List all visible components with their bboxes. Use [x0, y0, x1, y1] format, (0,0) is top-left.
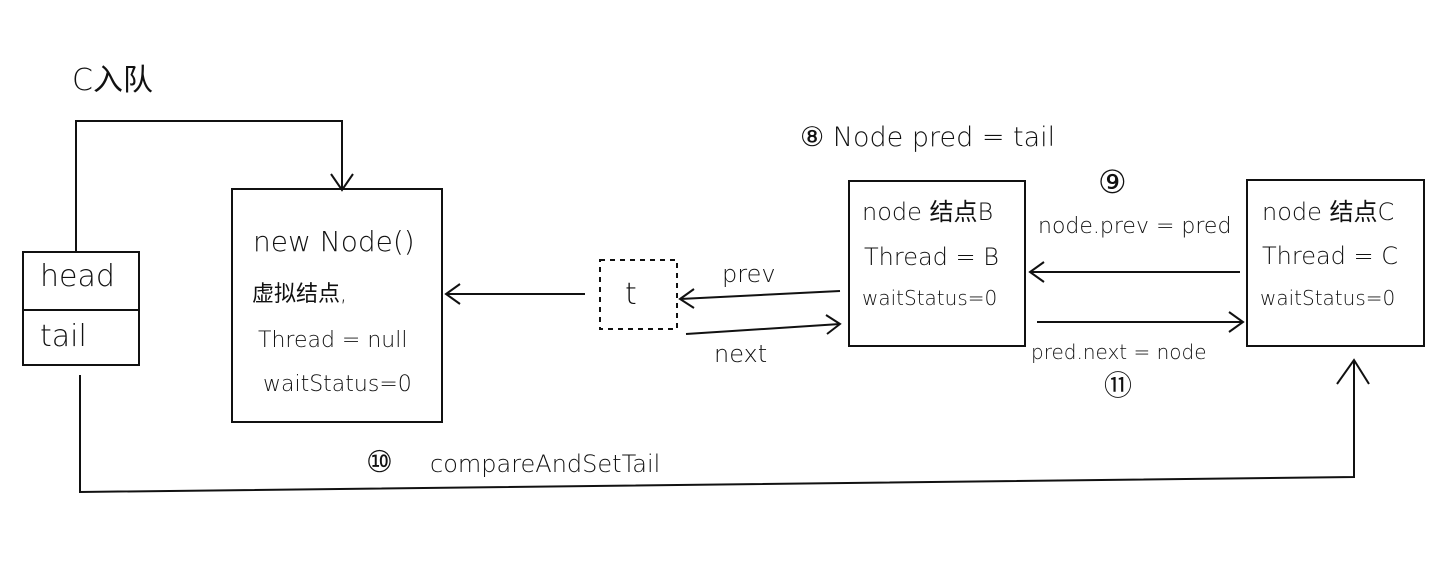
node-b-box — [848, 180, 1026, 347]
dummy-node-line2: 虚拟结点, — [252, 282, 347, 307]
node-prev-pred-label: node.prev = pred — [1038, 214, 1232, 239]
cas-tail-line — [79, 362, 1355, 494]
dummy-node-line1: new Node() — [253, 225, 415, 258]
node-b-line2: Thread = B — [864, 243, 999, 271]
tail-label: tail — [40, 319, 87, 354]
next-label: next — [714, 340, 768, 368]
prev-arrowhead — [678, 288, 695, 309]
node-b-line3: waitStatus=0 — [862, 286, 998, 310]
dummy-node-line3: Thread = null — [258, 328, 408, 353]
t-to-dummy-arrowhead — [444, 283, 461, 305]
node-c-box — [1246, 179, 1425, 347]
step9-label: ⑨ — [1098, 163, 1127, 201]
step8-label: ⑧ Node pred = tail — [800, 122, 1056, 153]
node-c-line2: Thread = C — [1262, 242, 1399, 270]
head-tail-box — [22, 251, 140, 366]
dummy-node-line4: waitStatus=0 — [263, 372, 412, 397]
prev-arrow — [679, 290, 841, 300]
node-prev-arrowhead — [1028, 261, 1045, 283]
t-label: t — [625, 277, 637, 312]
node-c-line3: waitStatus=0 — [1260, 286, 1396, 310]
next-arrowhead — [825, 314, 842, 335]
step11-label: ⑪ — [1104, 369, 1133, 402]
pred-next-arrowhead — [1228, 311, 1245, 333]
page-title: C入队 — [72, 63, 153, 98]
head-label: head — [40, 259, 115, 294]
dummy-node-box — [231, 188, 443, 423]
t-box — [599, 259, 678, 330]
step10-label: ⑩ — [366, 445, 393, 480]
next-arrow — [685, 323, 841, 335]
prev-label: prev — [722, 260, 776, 288]
head-to-dummy-line — [75, 120, 343, 252]
node-b-line1: node 结点B — [862, 198, 994, 226]
pred-next-node-label: pred.next = node — [1031, 340, 1207, 364]
cas-tail-label: compareAndSetTail — [430, 450, 661, 478]
cas-tail-arrowhead — [1336, 358, 1370, 385]
node-c-line1: node 结点C — [1262, 198, 1395, 226]
